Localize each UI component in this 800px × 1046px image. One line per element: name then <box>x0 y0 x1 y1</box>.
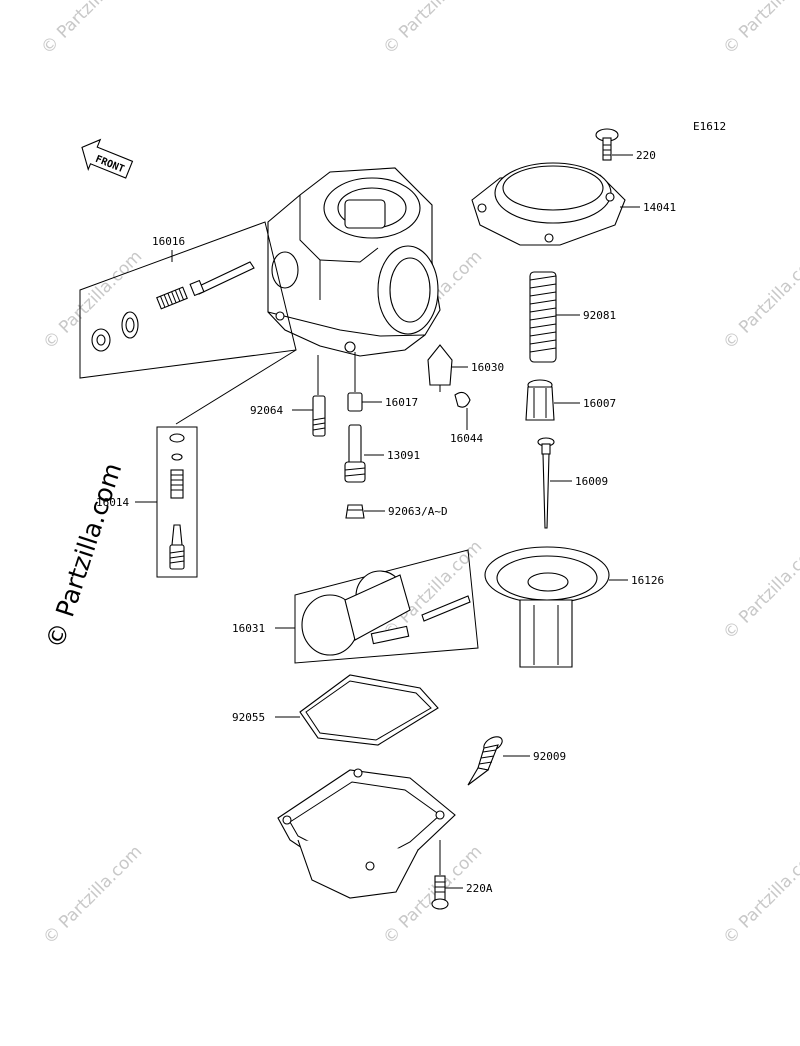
label-92064: 92064 <box>250 404 283 417</box>
part-13091-needle-jet: 13091 <box>344 424 420 483</box>
watermark-large: © Partzilla.com <box>40 459 127 651</box>
carburetor-body <box>267 167 441 357</box>
label-92009: 92009 <box>533 750 566 763</box>
part-16009-jet-needle: 16009 <box>537 437 608 529</box>
label-16014: 16014 <box>96 496 129 509</box>
part-16030-float-needle: 16030 <box>427 344 504 392</box>
label-16017: 16017 <box>385 396 418 409</box>
front-arrow-icon: FRONT <box>81 138 134 179</box>
label-14041: 14041 <box>643 201 676 214</box>
part-16017-jet: 16017 <box>347 352 418 412</box>
diagram-code: E1612 <box>693 120 726 133</box>
part-92055-gasket: 92055 <box>232 674 439 746</box>
part-92081-spring: 92081 <box>529 271 616 363</box>
part-16007-holder: 16007 <box>525 379 616 421</box>
part-16016-assembly: 16016 <box>79 221 297 379</box>
label-92063: 92063/A~D <box>388 505 448 518</box>
part-16014-assembly: 16014 <box>96 426 198 578</box>
watermark: © Partzilla.com <box>719 0 800 59</box>
watermark: © Partzilla.com <box>37 0 144 59</box>
label-92055: 92055 <box>232 711 265 724</box>
part-220-screw: 220 <box>595 128 656 162</box>
label-16009: 16009 <box>575 475 608 488</box>
part-16126-diaphragm: 16126 <box>484 546 664 668</box>
label-16007: 16007 <box>583 397 616 410</box>
part-92064-jet: 92064 <box>250 355 326 437</box>
part-92063-main-jet: 92063/A~D <box>345 504 448 519</box>
watermark: © Partzilla.com <box>719 537 800 644</box>
watermark: © Partzilla.com <box>379 0 486 59</box>
watermark: © Partzilla.com <box>719 247 800 354</box>
float-bowl <box>277 768 456 899</box>
part-16044-clip: 16044 <box>450 391 483 445</box>
label-92081: 92081 <box>583 309 616 322</box>
part-14041-cover: 14041 <box>471 162 676 246</box>
label-220A: 220A <box>466 882 493 895</box>
label-16044: 16044 <box>450 432 483 445</box>
part-220A-screw: 220A <box>431 840 493 910</box>
label-16016: 16016 <box>152 235 185 248</box>
label-16030: 16030 <box>471 361 504 374</box>
label-13091: 13091 <box>387 449 420 462</box>
part-92009-screw: 92009 <box>467 736 566 786</box>
label-220: 220 <box>636 149 656 162</box>
label-16126: 16126 <box>631 574 664 587</box>
label-16031: 16031 <box>232 622 265 635</box>
watermark: © Partzilla.com <box>39 842 146 949</box>
part-16031-float-assembly: 16031 <box>232 549 479 664</box>
watermark: © Partzilla.com <box>719 842 800 949</box>
